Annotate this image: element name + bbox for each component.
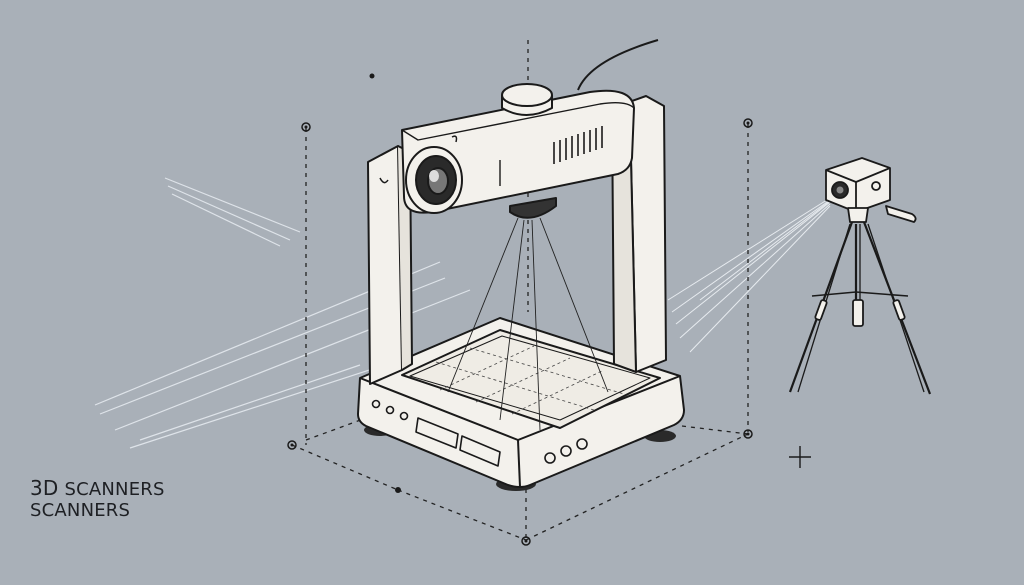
top-knob — [501, 83, 553, 116]
light-streaks-right — [667, 197, 831, 353]
construction-dots — [287, 73, 753, 546]
caption-line-2: SCANNERS — [30, 500, 131, 521]
caption-3d: 3D — [30, 476, 59, 500]
base-side-buttons — [544, 438, 588, 464]
power-cable — [577, 39, 659, 91]
plus-icon — [789, 446, 811, 468]
tripod-camera — [788, 157, 932, 395]
caption-line-1: 3D SCANNERS — [30, 476, 165, 501]
base-front-buttons — [371, 399, 501, 467]
3d-scanner-device — [357, 39, 685, 491]
platform-grid — [435, 345, 625, 415]
caption-scanners: SCANNERS — [64, 479, 165, 500]
left-column — [367, 145, 403, 385]
caption-block: 3D SCANNERS SCANNERS — [30, 476, 165, 522]
scanner-lens — [405, 146, 463, 214]
vent-slots — [553, 126, 603, 164]
projection-beam — [447, 217, 609, 431]
